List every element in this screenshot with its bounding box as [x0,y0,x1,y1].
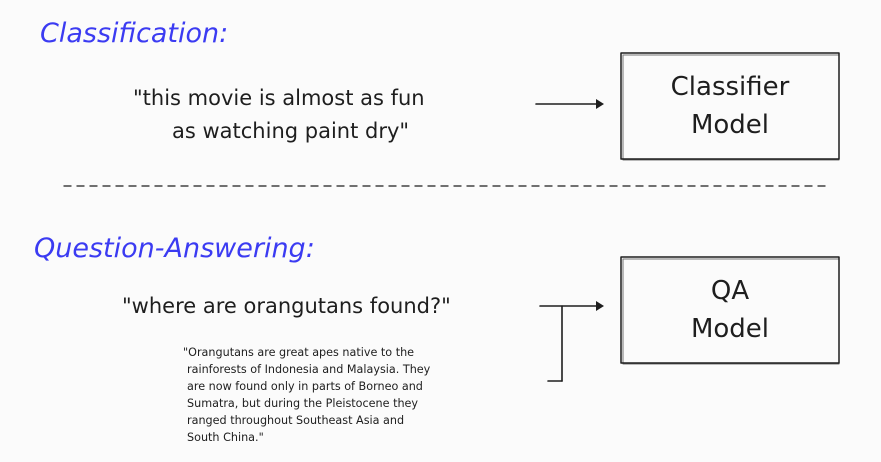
classification-input-line-2: as watching paint dry" [172,119,409,143]
classifier-model-label-1: Classifier [671,72,790,102]
qa-context-line: South China." [187,431,264,444]
classification-arrow [535,99,604,109]
qa-model-box [620,256,840,365]
qa-question: "where are orangutans found?" [122,294,451,318]
classification-input-line-1: "this movie is almost as fun [133,86,425,110]
qa-arrow [539,301,604,382]
qa-context-line: ranged throughout Southeast Asia and [187,414,404,427]
qa-context-line: rainforests of Indonesia and Malaysia. T… [187,363,431,376]
qa-context-line: Sumatra, but during the Pleistocene they [187,397,418,410]
qa-model-label-1: QA [711,276,749,306]
qa-heading: Question-Answering: [34,233,315,264]
qa-context-line: are now found only in parts of Borneo an… [187,380,423,393]
qa-context: "Orangutans are great apes native to the… [183,346,431,444]
classification-heading: Classification: [40,18,228,49]
qa-context-line: "Orangutans are great apes native to the [183,346,414,359]
classifier-model-box [620,52,840,161]
qa-model-label-2: Model [691,314,769,344]
classifier-model-label-2: Model [691,110,769,140]
